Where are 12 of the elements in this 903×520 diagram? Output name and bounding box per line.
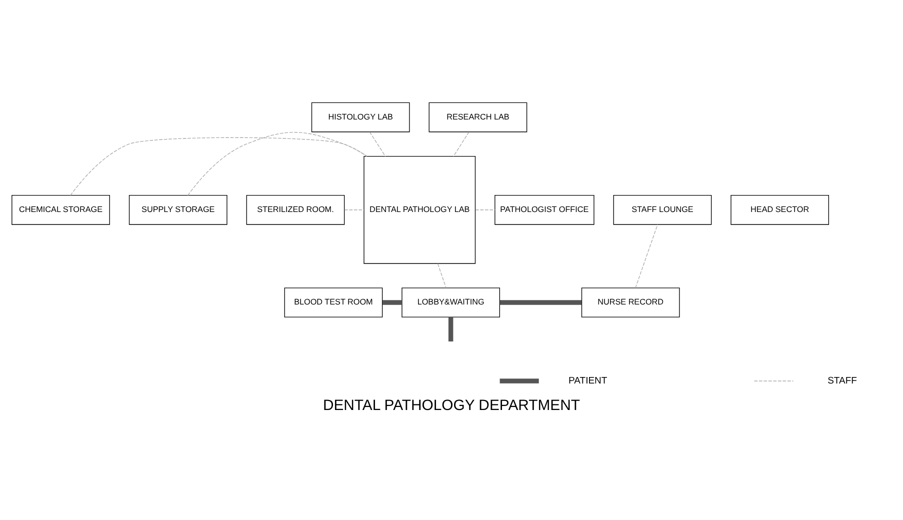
diagram-title: DENTAL PATHOLOGY DEPARTMENT bbox=[322, 397, 580, 414]
legend-label: STAFF bbox=[828, 376, 857, 387]
connector bbox=[453, 132, 470, 157]
connector bbox=[369, 132, 386, 157]
connector bbox=[382, 300, 402, 305]
connector bbox=[70, 137, 368, 196]
connector bbox=[437, 263, 446, 288]
legend-label: PATIENT bbox=[568, 376, 608, 387]
connector bbox=[500, 300, 582, 305]
connector bbox=[448, 317, 454, 342]
connector bbox=[188, 132, 368, 196]
connector bbox=[635, 224, 658, 288]
